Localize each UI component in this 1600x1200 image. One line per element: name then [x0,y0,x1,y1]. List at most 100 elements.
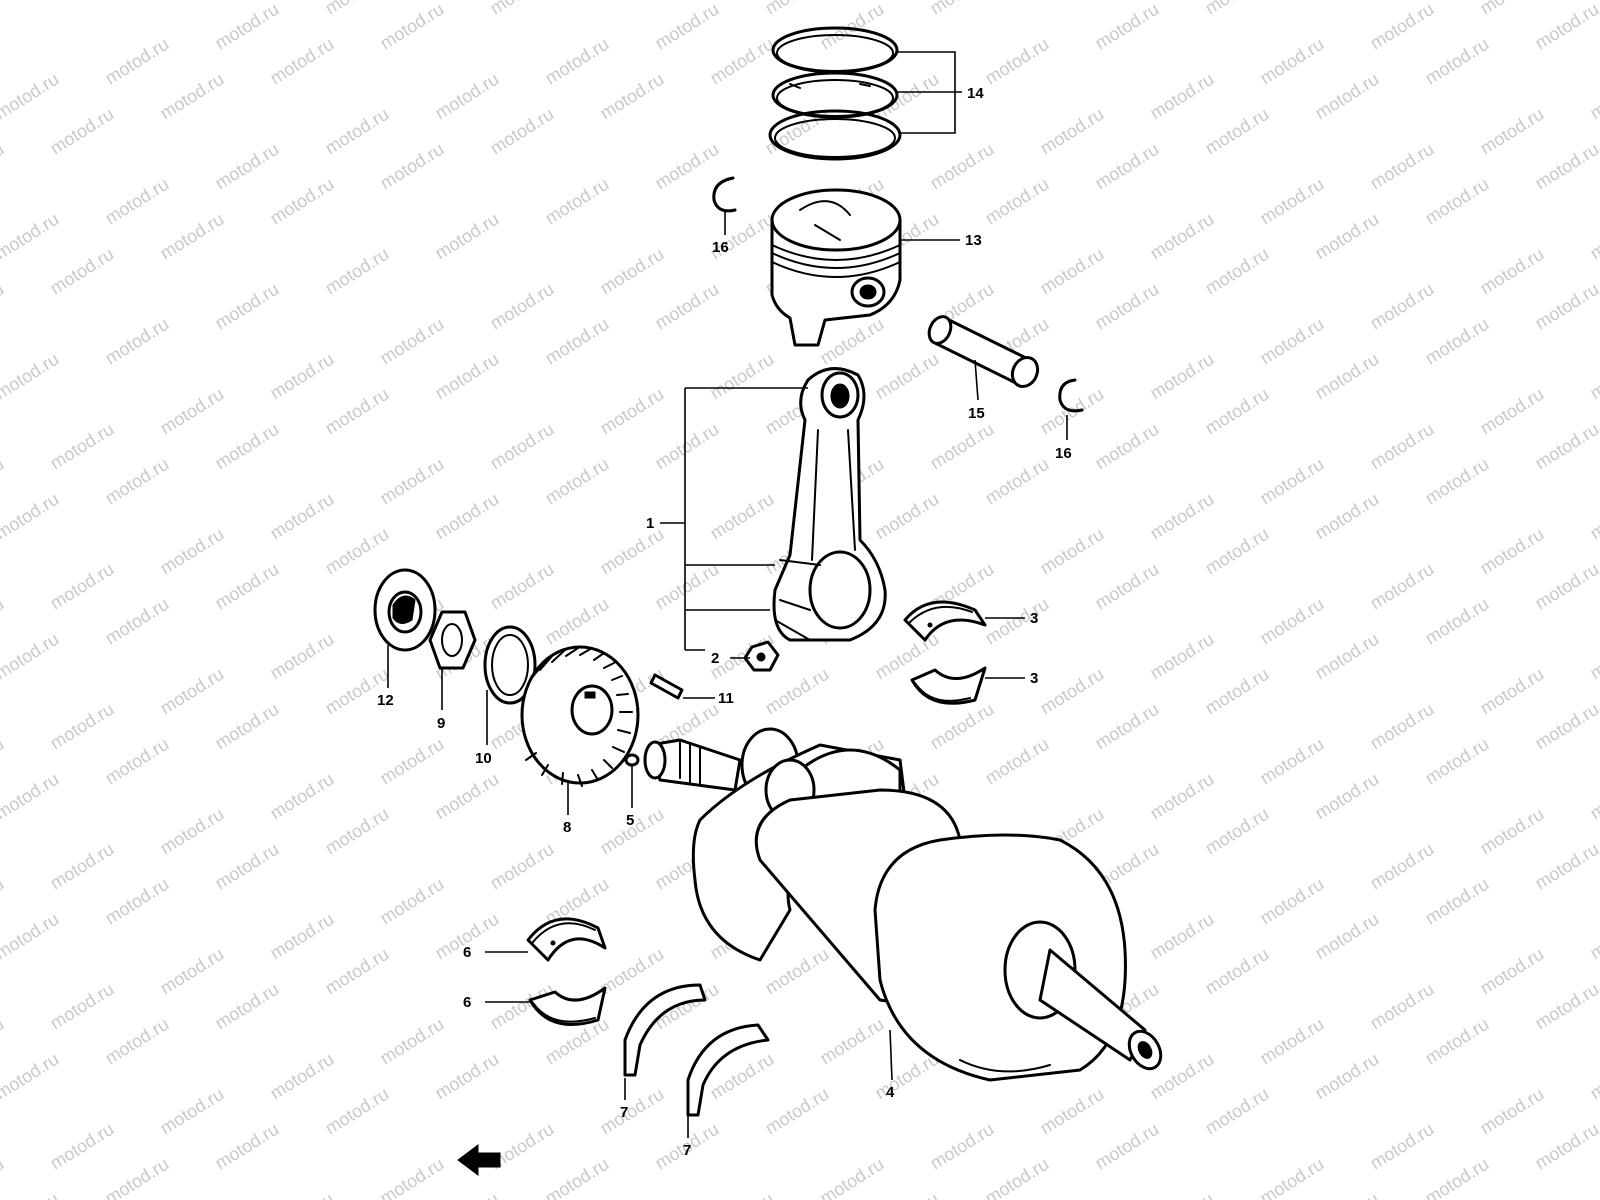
watermark-text: motod.ru [1037,244,1108,299]
callout-3-upper: 3 [1030,610,1038,627]
watermark-text: motod.ru [927,0,998,18]
callout-3-lower: 3 [1030,670,1038,687]
watermark-text: motod.ru [47,699,118,754]
watermark-text: motod.ru [377,314,448,369]
conrod-bearing-upper [903,600,987,642]
watermark-text: motod.ru [157,384,228,439]
watermark-text: motod.ru [0,594,7,649]
watermark-text: motod.ru [157,944,228,999]
watermark-text: motod.ru [1477,104,1548,159]
watermark-text: motod.ru [1367,1119,1438,1174]
watermark-text: motod.ru [1312,909,1383,964]
watermark-text: motod.ru [1092,0,1163,53]
watermark-text: motod.ru [1477,664,1548,719]
callout-14: 14 [967,85,984,102]
watermark-text: motod.ru [652,139,723,194]
watermark-text: motod.ru [1477,1084,1548,1139]
watermark-text: motod.ru [0,454,7,509]
watermark-text: motod.ru [817,1154,888,1200]
watermark-text: motod.ru [652,279,723,334]
watermark-text: motod.ru [1477,0,1548,18]
watermark-text: motod.ru [542,34,613,89]
watermark-text: motod.ru [1532,979,1600,1034]
watermark-text: motod.ru [267,769,338,824]
watermark-text: motod.ru [212,559,283,614]
watermark-text: motod.ru [597,1084,668,1139]
watermark-text: motod.ru [267,349,338,404]
watermark-text: motod.ru [102,874,173,929]
watermark-text: motod.ru [0,909,62,964]
watermark-text: motod.ru [982,594,1053,649]
watermark-text: motod.ru [1257,1014,1328,1069]
watermark-text: motod.ru [1532,279,1600,334]
watermark-text: motod.ru [927,1119,998,1174]
callout-11: 11 [718,690,734,707]
watermark-text: motod.ru [927,419,998,474]
watermark-text: motod.ru [1312,349,1383,404]
watermark-text: motod.ru [322,1084,393,1139]
watermark-text: motod.ru [377,139,448,194]
watermark-text: motod.ru [1532,559,1600,614]
watermark-text: motod.ru [267,1049,338,1104]
watermark-text: motod.ru [1587,769,1600,824]
thrust-washer-right [686,1023,770,1117]
watermark-text: motod.ru [1147,909,1218,964]
watermark-text: motod.ru [377,0,448,53]
watermark-text: motod.ru [1202,0,1273,18]
watermark-text: motod.ru [1257,174,1328,229]
watermark-text: motod.ru [267,629,338,684]
watermark-text: motod.ru [212,0,283,53]
watermark-text: motod.ru [1312,1189,1383,1200]
watermark-text: motod.ru [1202,944,1273,999]
watermark-text: motod.ru [47,839,118,894]
watermark-text: motod.ru [1092,419,1163,474]
watermark-text: motod.ru [322,104,393,159]
watermark-text: motod.ru [1147,209,1218,264]
watermark-text: motod.ru [1532,699,1600,754]
watermark-text: motod.ru [1257,1154,1328,1200]
watermark-text: motod.ru [1147,1189,1218,1200]
watermark-text: motod.ru [1257,314,1328,369]
watermark-text: motod.ru [1477,524,1548,579]
watermark-text: motod.ru [1422,874,1493,929]
crank-nut [428,610,477,670]
watermark-text: motod.ru [597,944,668,999]
watermark-text: motod.ru [487,839,558,894]
callout-labels: 14 13 16 16 15 1 2 3 3 11 12 9 10 8 5 6 … [377,85,1072,1159]
watermark-text: motod.ru [322,384,393,439]
watermark-text: motod.ru [1202,104,1273,159]
watermark-text: motod.ru [817,1014,888,1069]
front-arrow-icon [457,1144,501,1176]
watermark-text: motod.ru [267,34,338,89]
watermark-text: motod.ru [1147,349,1218,404]
watermark-text: motod.ru [1367,979,1438,1034]
watermark-text: motod.ru [1532,839,1600,894]
watermark-text: motod.ru [1202,384,1273,439]
watermark-text: motod.ru [1367,279,1438,334]
watermark-text: motod.ru [1312,489,1383,544]
watermark-text: motod.ru [212,419,283,474]
watermark-text: motod.ru [1147,489,1218,544]
watermark-text: motod.ru [0,1049,62,1104]
watermark-text: motod.ru [322,944,393,999]
watermark-text: motod.ru [542,594,613,649]
watermark-text: motod.ru [1367,839,1438,894]
watermark-text: motod.ru [157,209,228,264]
main-bearing-upper [526,917,607,962]
watermark-text: motod.ru [1202,244,1273,299]
watermark-text: motod.ru [1202,804,1273,859]
watermark-text: motod.ru [1367,559,1438,614]
callout-9: 9 [437,715,445,732]
watermark-text: motod.ru [1587,1049,1600,1104]
watermark-text: motod.ru [707,349,778,404]
watermark-text: motod.ru [1532,1119,1600,1174]
callout-6-upper: 6 [463,944,471,961]
watermark-text: motod.ru [432,489,503,544]
watermark-text: motod.ru [157,524,228,579]
connecting-rod [772,367,887,642]
woodruff-key [649,673,684,700]
watermark-text: motod.ru [212,1119,283,1174]
watermark-text: motod.ru [47,1119,118,1174]
watermark-text: motod.ru [927,139,998,194]
